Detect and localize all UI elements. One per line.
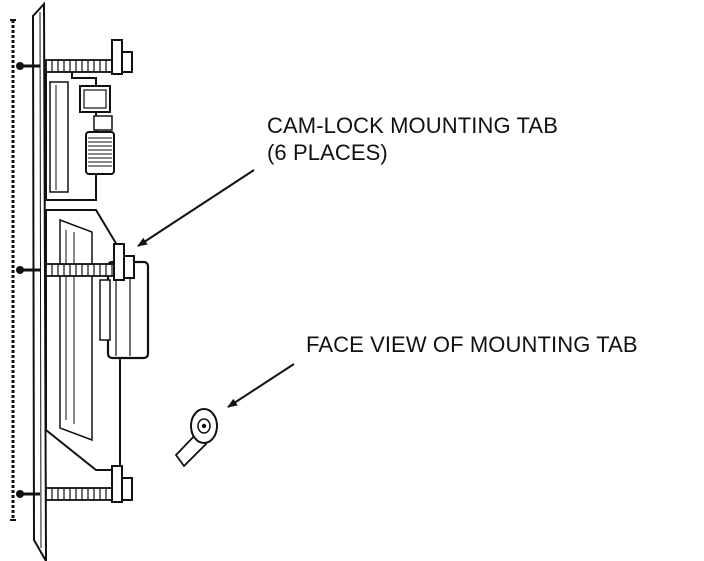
- mounting-tab-face-view: [174, 408, 218, 468]
- cam-lock-callout-title: CAM-LOCK MOUNTING TAB: [267, 113, 558, 138]
- mounting-tab-middle: [16, 243, 135, 281]
- mounting-tab-bottom: [16, 465, 133, 503]
- face-view-leader-arrow: [227, 363, 295, 408]
- cam-lock-callout: CAM-LOCK MOUNTING TAB (6 PLACES): [267, 112, 558, 166]
- wall-edge: [10, 19, 16, 521]
- mounting-tab-top: [16, 39, 133, 75]
- speaker-baffle: [31, 1, 48, 561]
- cam-lock-leader-arrow: [137, 169, 255, 247]
- cam-lock-callout-count: (6 PLACES): [267, 140, 388, 165]
- face-view-callout-title: FACE VIEW OF MOUNTING TAB: [306, 332, 638, 357]
- face-view-callout: FACE VIEW OF MOUNTING TAB: [306, 331, 638, 358]
